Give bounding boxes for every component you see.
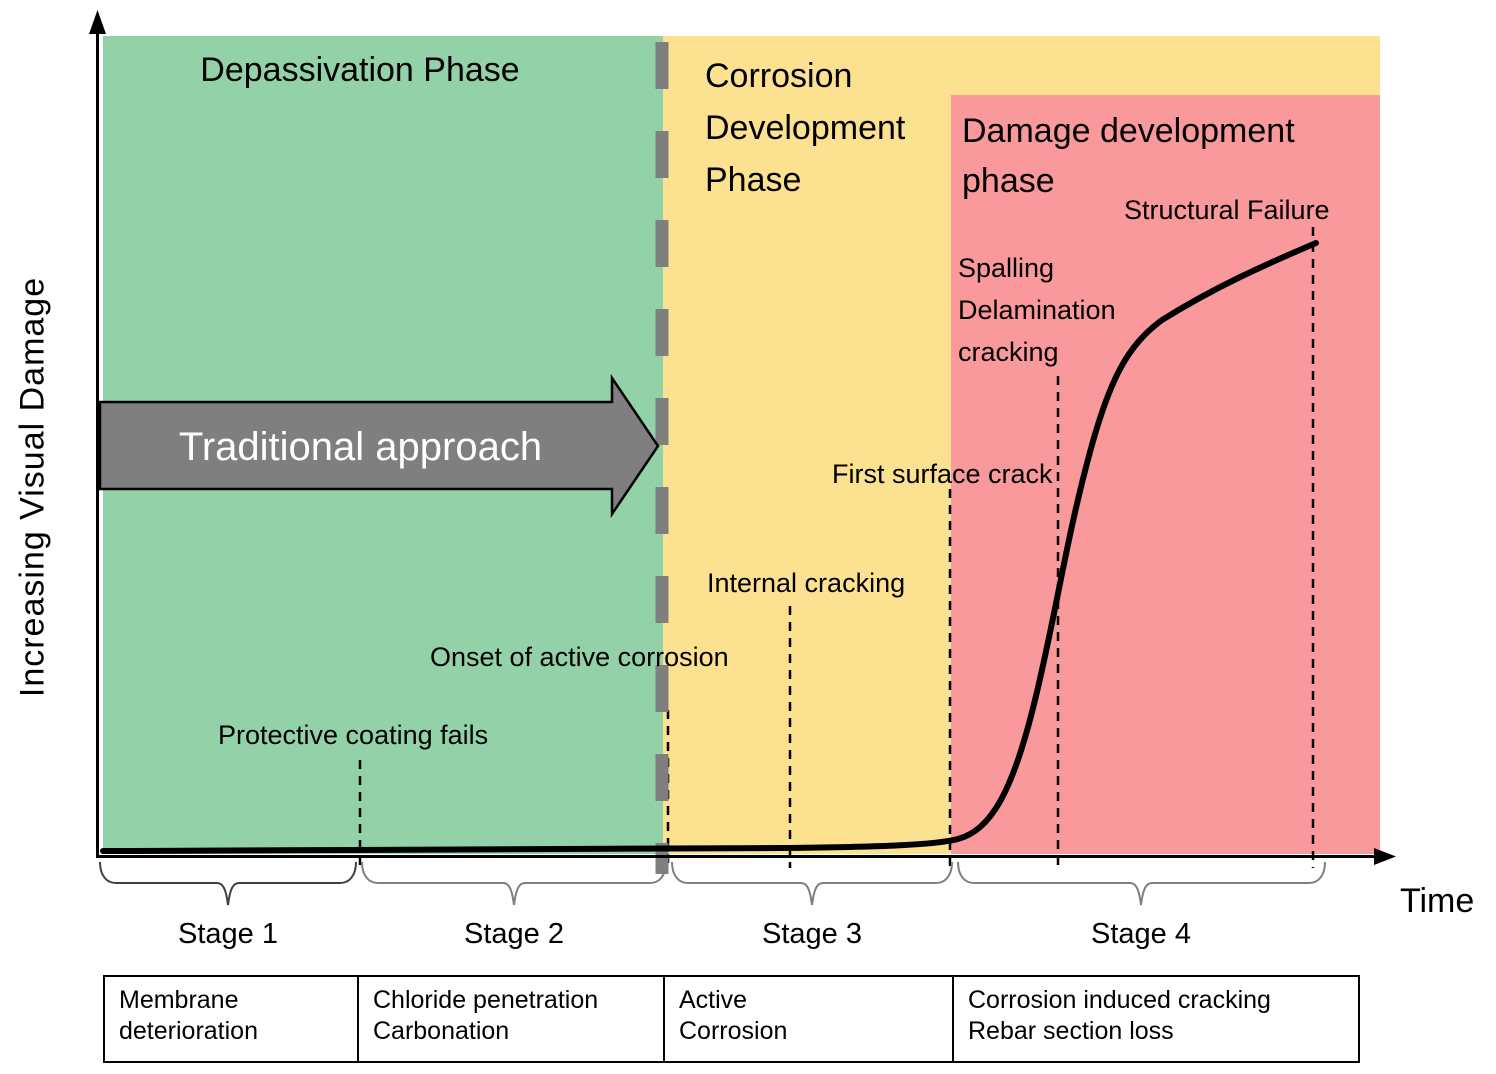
stage-2-label: Stage 2 — [464, 918, 564, 950]
stage-2-brace — [361, 861, 667, 906]
stage-4-description-cell: Corrosion induced cracking Rebar section… — [968, 986, 1271, 1045]
x-axis-arrowhead — [1374, 848, 1396, 865]
internal-cracking-label: Internal cracking — [707, 568, 906, 598]
protective-coating-fails-label: Protective coating fails — [218, 720, 489, 750]
deterioration-curve — [100, 240, 1319, 854]
traditional-approach-label: Traditional approach — [178, 425, 543, 469]
stage-1-label: Stage 1 — [178, 918, 278, 950]
stage-description-table: Membrane deterioration Chloride penetrat… — [103, 975, 1360, 1063]
stage-3-description-cell: Active Corrosion — [665, 977, 954, 1061]
x-axis-label: Time — [1400, 882, 1475, 920]
corrosion-development-phase-title: Corrosion Development Phase — [705, 57, 906, 199]
stage-1-brace — [99, 861, 357, 906]
stage-2-description-cell: Chloride penetration Carbonation — [359, 977, 665, 1061]
y-axis-label: Increasing Visual Damage — [13, 276, 52, 698]
stage-1-description-cell: Membrane deterioration — [105, 977, 359, 1061]
structural-failure-label: Structural Failure — [1124, 195, 1330, 225]
stage-3-brace — [671, 861, 953, 906]
stage-3-label: Stage 3 — [762, 918, 862, 950]
damage-development-phase-title: Damage development phase — [962, 112, 1295, 200]
stage-4-label: Stage 4 — [1091, 918, 1191, 950]
spalling-delamination-cracking-label: Spalling Delamination cracking — [958, 253, 1116, 367]
region-damage-development-phase — [951, 95, 1380, 854]
first-surface-crack-label: First surface crack — [832, 459, 1053, 489]
depassivation-phase-title: Depassivation Phase — [200, 51, 520, 89]
y-axis-arrowhead — [89, 10, 106, 34]
onset-active-corrosion-label: Onset of active corrosion — [430, 642, 729, 672]
traditional-approach-arrow — [98, 373, 660, 519]
stage-4-brace — [957, 861, 1326, 906]
